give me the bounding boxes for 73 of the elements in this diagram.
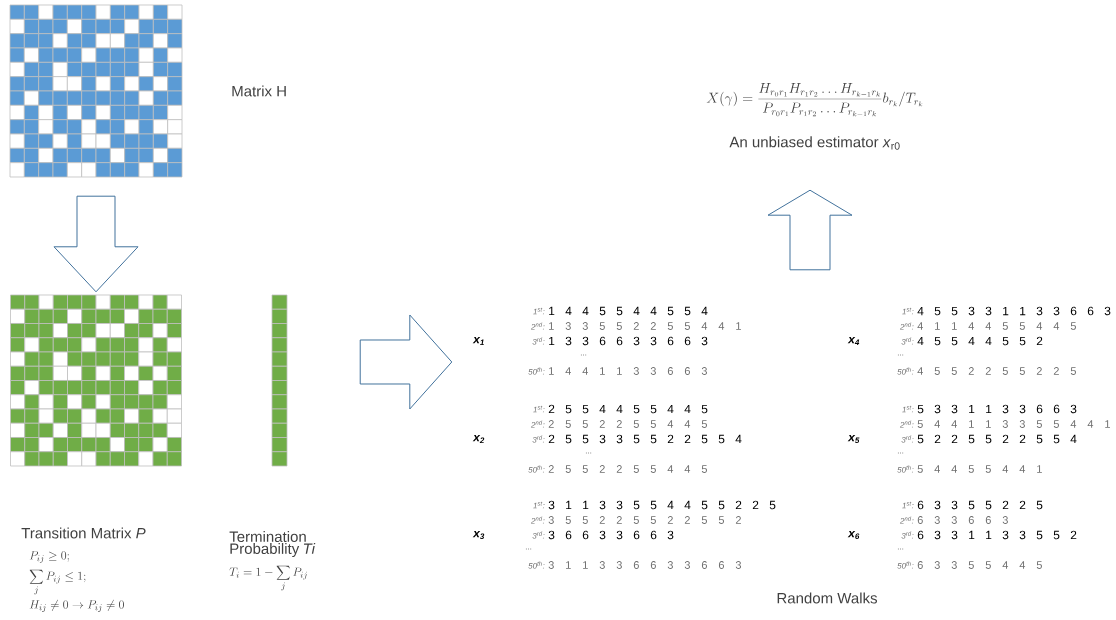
block-arrow xyxy=(359,314,453,410)
row-label: 3$^{rd}$: xyxy=(901,531,914,539)
walk-sequence: 6 3 3 5 5 4 4 5 xyxy=(917,561,1042,569)
variable-label: x$_{4}$ xyxy=(847,336,860,346)
row-label: 1$^{st}$: xyxy=(902,501,914,509)
walk-sequence: 5 4 4 1 1 3 3 5 5 4 4 1 xyxy=(917,420,1110,428)
row-label: 2$^{nd}$: xyxy=(899,322,914,330)
row-label: 50$^{th}$: xyxy=(528,465,545,473)
row-label: 2$^{nd}$: xyxy=(530,322,545,330)
row-label: 1$^{st}$: xyxy=(902,405,914,413)
row-label: 50$^{th}$: xyxy=(897,561,914,569)
ellipsis: ... xyxy=(585,452,592,454)
ellipsis: ... xyxy=(580,354,587,356)
row-label: 50$^{th}$: xyxy=(528,561,545,569)
estimator-caption: An unbiased estimator x$_{r0}$ xyxy=(729,136,900,150)
walk-sequence: 3 6 6 3 3 6 6 3 xyxy=(548,530,674,540)
ellipsis: ... xyxy=(897,452,904,454)
ellipsis: ... xyxy=(897,354,904,356)
node-label: Termination Probability Ti xyxy=(229,531,316,557)
walk-sequence: 4 5 5 4 4 5 5 2 xyxy=(917,336,1043,346)
row-label: 3$^{rd}$: xyxy=(901,337,914,345)
row-label: 50$^{th}$: xyxy=(897,367,914,375)
variable-label: x$_{5}$ xyxy=(847,434,860,444)
walk-sequence: 5 2 2 5 5 2 2 5 5 4 xyxy=(917,434,1077,444)
walk-sequence: 3 1 1 3 3 6 6 3 3 6 6 3 xyxy=(548,561,741,569)
row-label: 3$^{rd}$: xyxy=(532,531,545,539)
walk-sequence: 2 5 5 3 3 5 5 2 2 5 5 4 xyxy=(548,434,742,444)
row-label: 3$^{rd}$: xyxy=(901,435,914,443)
group-caption: Random Walks xyxy=(777,592,877,604)
row-label: 2$^{nd}$: xyxy=(899,420,914,428)
block-arrow xyxy=(53,195,139,293)
row-label: 1$^{st}$: xyxy=(533,405,545,413)
walk-sequence: 5 3 3 1 1 3 3 6 6 3 xyxy=(917,404,1077,414)
variable-label: x$_{3}$ xyxy=(472,530,485,540)
formula: $T_i = 1 - \sum_j P_{ij}$ xyxy=(229,565,307,591)
block-arrow xyxy=(767,189,853,271)
walk-sequence: 6 3 3 5 5 2 2 5 xyxy=(917,500,1043,510)
row-label: 1$^{st}$: xyxy=(902,307,914,315)
row-label: 2$^{nd}$: xyxy=(899,516,914,524)
formula: $P_{ij} \geq 0;$ xyxy=(29,551,69,563)
walk-sequence: 4 5 5 3 3 1 1 3 3 6 6 3 xyxy=(917,306,1111,316)
walk-sequence: 2 5 5 2 2 5 5 4 4 5 xyxy=(548,420,707,428)
row-label: 3$^{rd}$: xyxy=(532,337,545,345)
row-label: 1$^{st}$: xyxy=(533,307,545,315)
row-label: 3$^{rd}$: xyxy=(532,435,545,443)
ellipsis: ... xyxy=(897,548,904,550)
row-label: 2$^{nd}$: xyxy=(530,420,545,428)
walk-sequence: 5 4 4 5 5 4 4 1 xyxy=(917,465,1042,473)
formula: $H_{ij} \neq 0 \rightarrow P_{ij} \neq 0$ xyxy=(29,599,124,613)
variable-label: x$_{2}$ xyxy=(472,434,485,444)
walk-sequence: 1 4 4 5 5 4 4 5 5 4 xyxy=(549,306,708,316)
node-label: Transition Matrix P xyxy=(21,527,146,539)
node-label: Matrix H xyxy=(232,85,286,97)
walk-sequence: 2 5 5 4 4 5 5 4 4 5 xyxy=(548,404,708,414)
walk-sequence: 3 5 5 2 2 5 5 2 2 5 5 2 xyxy=(548,516,741,524)
walk-sequence: 1 4 4 1 1 3 3 6 6 3 xyxy=(549,367,707,375)
variable-label: x$_{1}$ xyxy=(472,336,484,346)
variable-label: x$_{6}$ xyxy=(847,530,860,540)
walk-sequence: 6 3 3 1 1 3 3 5 5 2 xyxy=(917,530,1077,540)
row-label: 50$^{th}$: xyxy=(528,367,545,375)
estimator-formula: $X(\gamma) = \frac{H_{r_0 r_1} H_{r_1 r_2} \ldots H_{r_{k-1} r_k}}{P_{r_0 r_1} P_{r_1 r_2} \ldots P_{r_{k-1} r_k}} b_{r_k} / T_{r_k}$ xyxy=(706,83,923,117)
row-label: 1$^{st}$: xyxy=(533,501,545,509)
walk-sequence: 1 3 3 6 6 3 3 6 6 3 xyxy=(549,336,708,346)
row-label: 2$^{nd}$: xyxy=(530,516,545,524)
formula: $\sum_j P_{ij} \leq 1;$ xyxy=(29,569,86,595)
walk-sequence: 4 1 1 4 4 5 5 4 4 5 xyxy=(917,322,1076,330)
row-label: 50$^{th}$: xyxy=(897,465,914,473)
walk-sequence: 2 5 5 2 2 5 5 4 4 5 xyxy=(548,465,707,473)
ellipsis: ... xyxy=(525,548,532,550)
walk-sequence: 4 5 5 2 2 5 5 2 2 5 xyxy=(917,367,1076,375)
walk-sequence: 3 1 1 3 3 5 5 4 4 5 5 2 2 5 xyxy=(548,500,776,510)
walk-sequence: 1 3 3 5 5 2 2 5 5 4 4 1 xyxy=(549,322,741,330)
walk-sequence: 6 3 3 6 6 3 xyxy=(917,516,1008,524)
